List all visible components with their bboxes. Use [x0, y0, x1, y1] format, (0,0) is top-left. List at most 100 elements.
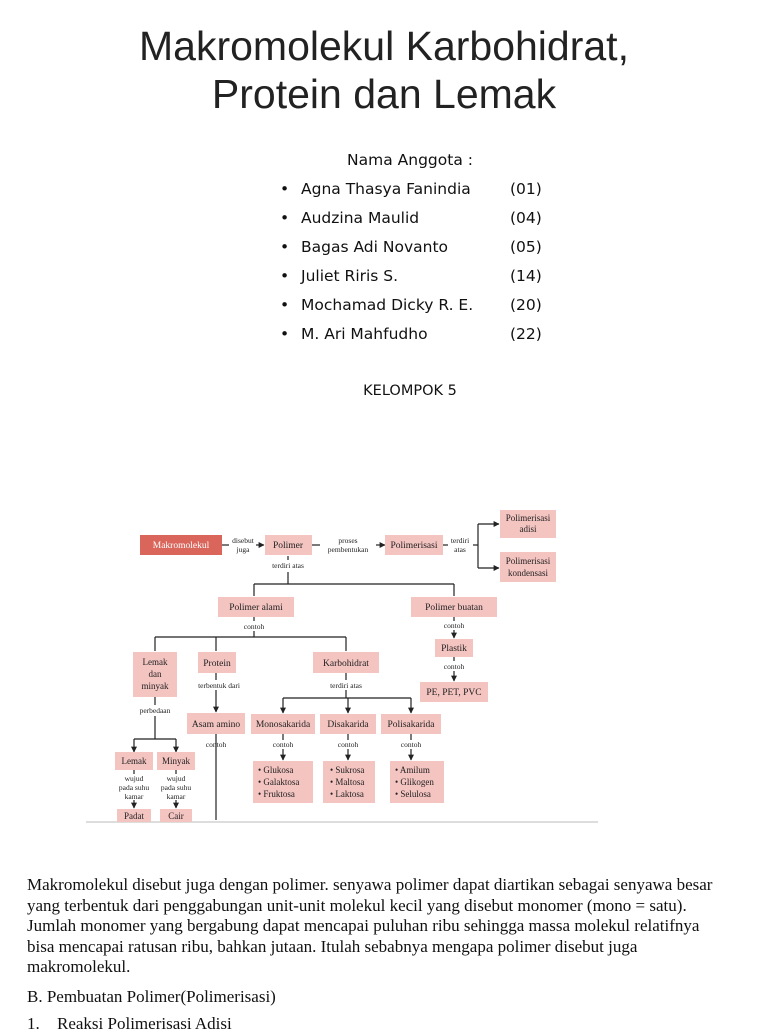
lemak-dan-minyak-label: minyak [142, 681, 169, 691]
member-name: Mochamad Dicky R. E. [301, 296, 474, 314]
plastik-examples-box [420, 682, 488, 702]
example-item: • Sukrosa [330, 765, 364, 775]
member-number: (14) [510, 267, 542, 285]
wujud-note: kamar [125, 792, 144, 801]
perbedaan-note: perbedaan [140, 706, 171, 715]
polisakarida-box [381, 714, 441, 734]
karbohidrat-label: Karbohidrat [323, 659, 369, 669]
plastik-label: Plastik [441, 644, 467, 654]
group-label: KELOMPOK 5 [363, 383, 457, 399]
juga-note: juga [236, 545, 251, 554]
member-row: • Audzina Maulid (04) [280, 205, 580, 234]
terbentuk-dari-note: terbentuk dari [198, 681, 240, 690]
bullet-icon: • [280, 296, 290, 314]
terdiri-note: terdiri [451, 536, 469, 545]
plastik-box [435, 639, 473, 657]
padat-label: Padat [124, 811, 144, 821]
contoh-note: contoh [244, 622, 265, 631]
protein-label: Protein [203, 659, 231, 669]
monosakarida-label: Monosakarida [256, 720, 311, 730]
member-row: • Agna Thasya Fanindia (01) [280, 176, 580, 205]
makromolekul-label: Makromolekul [153, 541, 210, 551]
list-item: 1.Reaksi Polimerisasi Adisi [27, 1014, 232, 1034]
example-item: • Amilum [395, 765, 430, 775]
bullet-icon: • [280, 238, 290, 256]
polimerisasi-adisi-box [500, 510, 556, 538]
lemak-dan-minyak-box [133, 652, 177, 697]
polimerisasi-label: Polimerisasi [391, 541, 438, 551]
members-heading: Nama Anggota : [347, 151, 473, 169]
example-item: • Glukosa [258, 765, 293, 775]
contoh-note: contoh [444, 621, 465, 630]
polimerisasi-kondensasi-box [500, 552, 556, 582]
body-paragraph: Makromolekul disebut juga dengan polimer… [27, 875, 713, 977]
example-item: • Selulosa [395, 789, 431, 799]
disakarida-box [320, 714, 376, 734]
proses-note: proses [338, 536, 357, 545]
connector-annotations: disebut juga proses pembentukan terdiri … [119, 536, 469, 801]
slide-title: Makromolekul Karbohidrat, Protein dan Le… [0, 22, 768, 118]
cair-label: Cair [168, 811, 184, 821]
polimerisasi-adisi-label: adisi [520, 524, 537, 534]
cair-box [160, 809, 192, 822]
minyak-label: Minyak [162, 756, 190, 766]
member-list: • Agna Thasya Fanindia (01) • Audzina Ma… [280, 176, 580, 350]
macromolecule-concept-map: Makromolekul Polimer Polimerisasi Polime… [86, 510, 598, 823]
bullet-icon: • [280, 267, 290, 285]
polimer-box [265, 535, 312, 555]
member-name: Juliet Riris S. [301, 267, 399, 285]
wujud-note: kamar [167, 792, 186, 801]
polimer-buatan-box [411, 597, 497, 617]
terdiri-atas-note: terdiri atas [330, 681, 362, 690]
wujud-note: wujud [167, 774, 186, 783]
example-item: • Fruktosa [258, 789, 295, 799]
example-item: • Maltosa [330, 777, 364, 787]
polimer-alami-box [218, 597, 294, 617]
member-name: Agna Thasya Fanindia [301, 180, 471, 198]
terdiri-atas-note: terdiri atas [272, 561, 304, 570]
member-name: Bagas Adi Novanto [301, 238, 449, 256]
monosakarida-box [251, 714, 315, 734]
wujud-note: pada suhu [161, 783, 191, 792]
member-number: (22) [510, 325, 542, 343]
polimer-label: Polimer [273, 541, 304, 551]
disakarida-examples-box [323, 761, 375, 803]
member-row: • Mochamad Dicky R. E. (20) [280, 292, 580, 321]
diagram-boxes [115, 510, 556, 822]
polimerisasi-kondensasi-label: kondensasi [508, 568, 548, 578]
member-name: Audzina Maulid [301, 209, 420, 227]
bullet-icon: • [280, 180, 290, 198]
lemak-label: Lemak [122, 756, 147, 766]
member-number: (04) [510, 209, 542, 227]
example-item: • Glikogen [395, 777, 434, 787]
contoh-note: contoh [338, 740, 359, 749]
example-item: • Galaktosa [258, 777, 299, 787]
padat-box [117, 809, 151, 822]
example-lists: • Glukosa • Galaktosa • Fruktosa • Sukro… [258, 765, 434, 799]
polimerisasi-box [385, 535, 443, 555]
plastik-examples-label: PE, PET, PVC [426, 688, 481, 698]
polisakarida-examples-box [390, 761, 444, 803]
wujud-note: pada suhu [119, 783, 149, 792]
bullet-icon: • [280, 325, 290, 343]
member-number: (05) [510, 238, 542, 256]
pembentukan-note: pembentukan [328, 545, 369, 554]
member-name: M. Ari Mahfudho [301, 325, 428, 343]
section-heading: B. Pembuatan Polimer(Polimerisasi) [27, 987, 276, 1006]
polimer-alami-label: Polimer alami [229, 603, 283, 613]
makromolekul-box [140, 535, 222, 555]
lemak-box [115, 752, 153, 770]
protein-box [198, 652, 236, 673]
contoh-note: contoh [401, 740, 422, 749]
monosakarida-examples-box [253, 761, 313, 803]
minyak-box [157, 752, 195, 770]
member-row: • Juliet Riris S. (14) [280, 263, 580, 292]
polimerisasi-adisi-label: Polimerisasi [506, 513, 551, 523]
disakarida-label: Disakarida [327, 720, 369, 730]
contoh-note: contoh [206, 740, 227, 749]
karbohidrat-box [313, 652, 379, 673]
example-item: • Laktosa [330, 789, 364, 799]
atas-note: atas [454, 545, 466, 554]
contoh-note: contoh [444, 662, 465, 671]
lemak-dan-minyak-label: Lemak [143, 657, 168, 667]
